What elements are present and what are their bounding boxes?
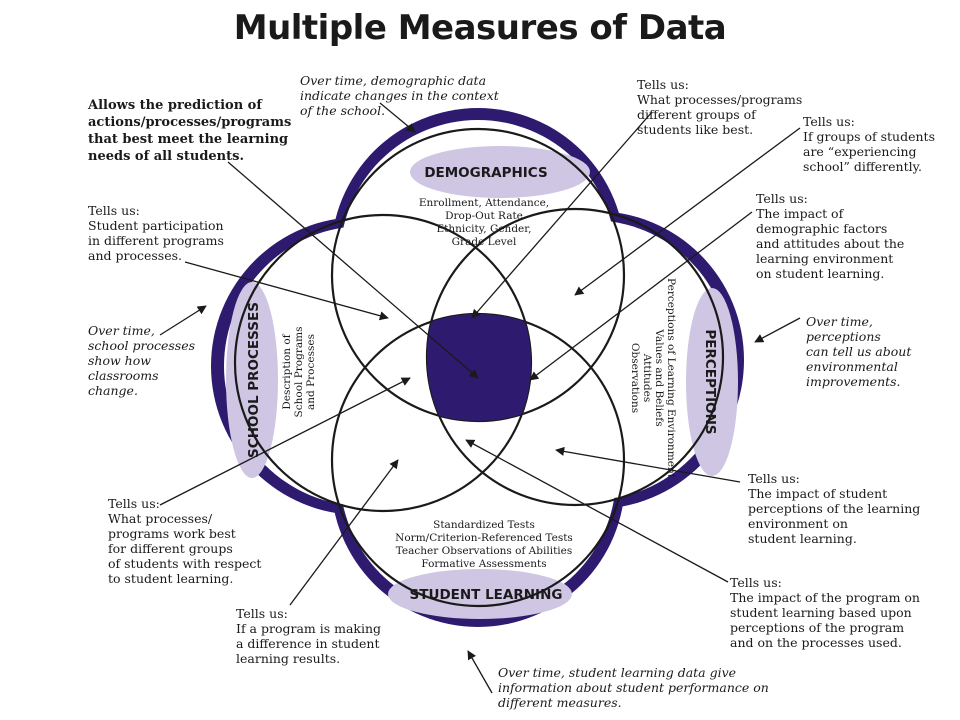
svg-text:Observations: Observations — [629, 343, 641, 413]
school-processes-description: Description of School Programs and Proce… — [281, 327, 317, 418]
school-processes-label: SCHOOL PROCESSES — [246, 302, 262, 458]
perceptions-band — [686, 288, 738, 476]
svg-text:Norm/Criterion-Referenced Test: Norm/Criterion-Referenced Tests — [395, 532, 573, 544]
note-what-processes-work: Tells us: What processes/ programs work … — [108, 496, 262, 586]
svg-text:Formative Assessments: Formative Assessments — [421, 558, 546, 570]
svg-text:Drop-Out Rate: Drop-Out Rate — [445, 210, 523, 222]
note-impact-demographic: Tells us: The impact of demographic fact… — [756, 191, 905, 281]
svg-text:Perceptions of Learning Enviro: Perceptions of Learning Environment — [665, 278, 677, 479]
svg-text:Attitudes: Attitudes — [641, 353, 653, 403]
arrow-demographics-overtime — [379, 102, 416, 133]
demographics-band — [410, 146, 590, 198]
demographics-label: DEMOGRAPHICS — [424, 165, 547, 181]
svg-text:and Processes: and Processes — [305, 334, 317, 410]
arrow-impact-demographic — [529, 211, 753, 381]
arrow-participation — [184, 261, 389, 321]
svg-text:Teacher Observations of Abilit: Teacher Observations of Abilities — [396, 545, 573, 557]
arrow-processes-overtime — [159, 305, 207, 336]
note-program-difference: Tells us: If a program is making a diffe… — [236, 606, 382, 666]
note-perceptions-overtime: Over time, perceptions can tell us about… — [806, 314, 912, 389]
svg-text:Description of: Description of — [281, 333, 293, 409]
arrow-learning-overtime — [467, 650, 493, 694]
note-participation: Tells us: Student participation in diffe… — [88, 203, 224, 263]
svg-text:Ethnicity, Gender,: Ethnicity, Gender, — [437, 223, 532, 235]
demographics-description: Enrollment, Attendance, Drop-Out Rate Et… — [419, 197, 549, 248]
note-learning-overtime: Over time, student learning data give in… — [498, 665, 769, 710]
perceptions-label: PERCEPTIONS — [702, 329, 718, 434]
svg-text:Values and Beliefs: Values and Beliefs — [653, 328, 665, 426]
page-title: Multiple Measures of Data — [233, 8, 727, 48]
note-demographics-overtime: Over time, demographic data indicate cha… — [300, 73, 499, 118]
svg-text:Standardized Tests: Standardized Tests — [433, 519, 535, 531]
arrow-experiencing-school — [574, 127, 801, 296]
center-intersection — [427, 314, 531, 421]
arrow-what-processes-work — [159, 377, 411, 506]
arrow-groups-like-best — [471, 111, 653, 319]
note-impact-perceptions: Tells us: The impact of student percepti… — [748, 471, 921, 546]
arrow-program-difference — [289, 459, 399, 606]
note-experiencing-school: Tells us: If groups of students are “exp… — [803, 114, 935, 174]
note-processes-overtime: Over time, school processes show how cla… — [88, 323, 196, 398]
svg-text:Enrollment, Attendance,: Enrollment, Attendance, — [419, 197, 549, 209]
arrow-prediction — [227, 161, 479, 379]
note-impact-program: Tells us: The impact of the program on s… — [730, 575, 920, 650]
student-learning-label: STUDENT LEARNING — [410, 587, 563, 603]
arrow-perceptions-overtime — [754, 317, 801, 343]
arrow-impact-perceptions — [555, 446, 741, 483]
note-prediction: Allows the prediction of actions/process… — [88, 98, 292, 164]
student-learning-band — [388, 569, 572, 619]
svg-text:School Programs: School Programs — [293, 327, 305, 418]
perceptions-description: Perceptions of Learning Environment Valu… — [629, 278, 677, 479]
svg-text:Grade Level: Grade Level — [452, 236, 517, 248]
arrow-impact-program — [465, 439, 729, 583]
note-groups-like-best: Tells us: What processes/programs differ… — [637, 77, 803, 137]
student-learning-description: Standardized Tests Norm/Criterion-Refere… — [395, 519, 573, 570]
arrows — [159, 102, 801, 694]
